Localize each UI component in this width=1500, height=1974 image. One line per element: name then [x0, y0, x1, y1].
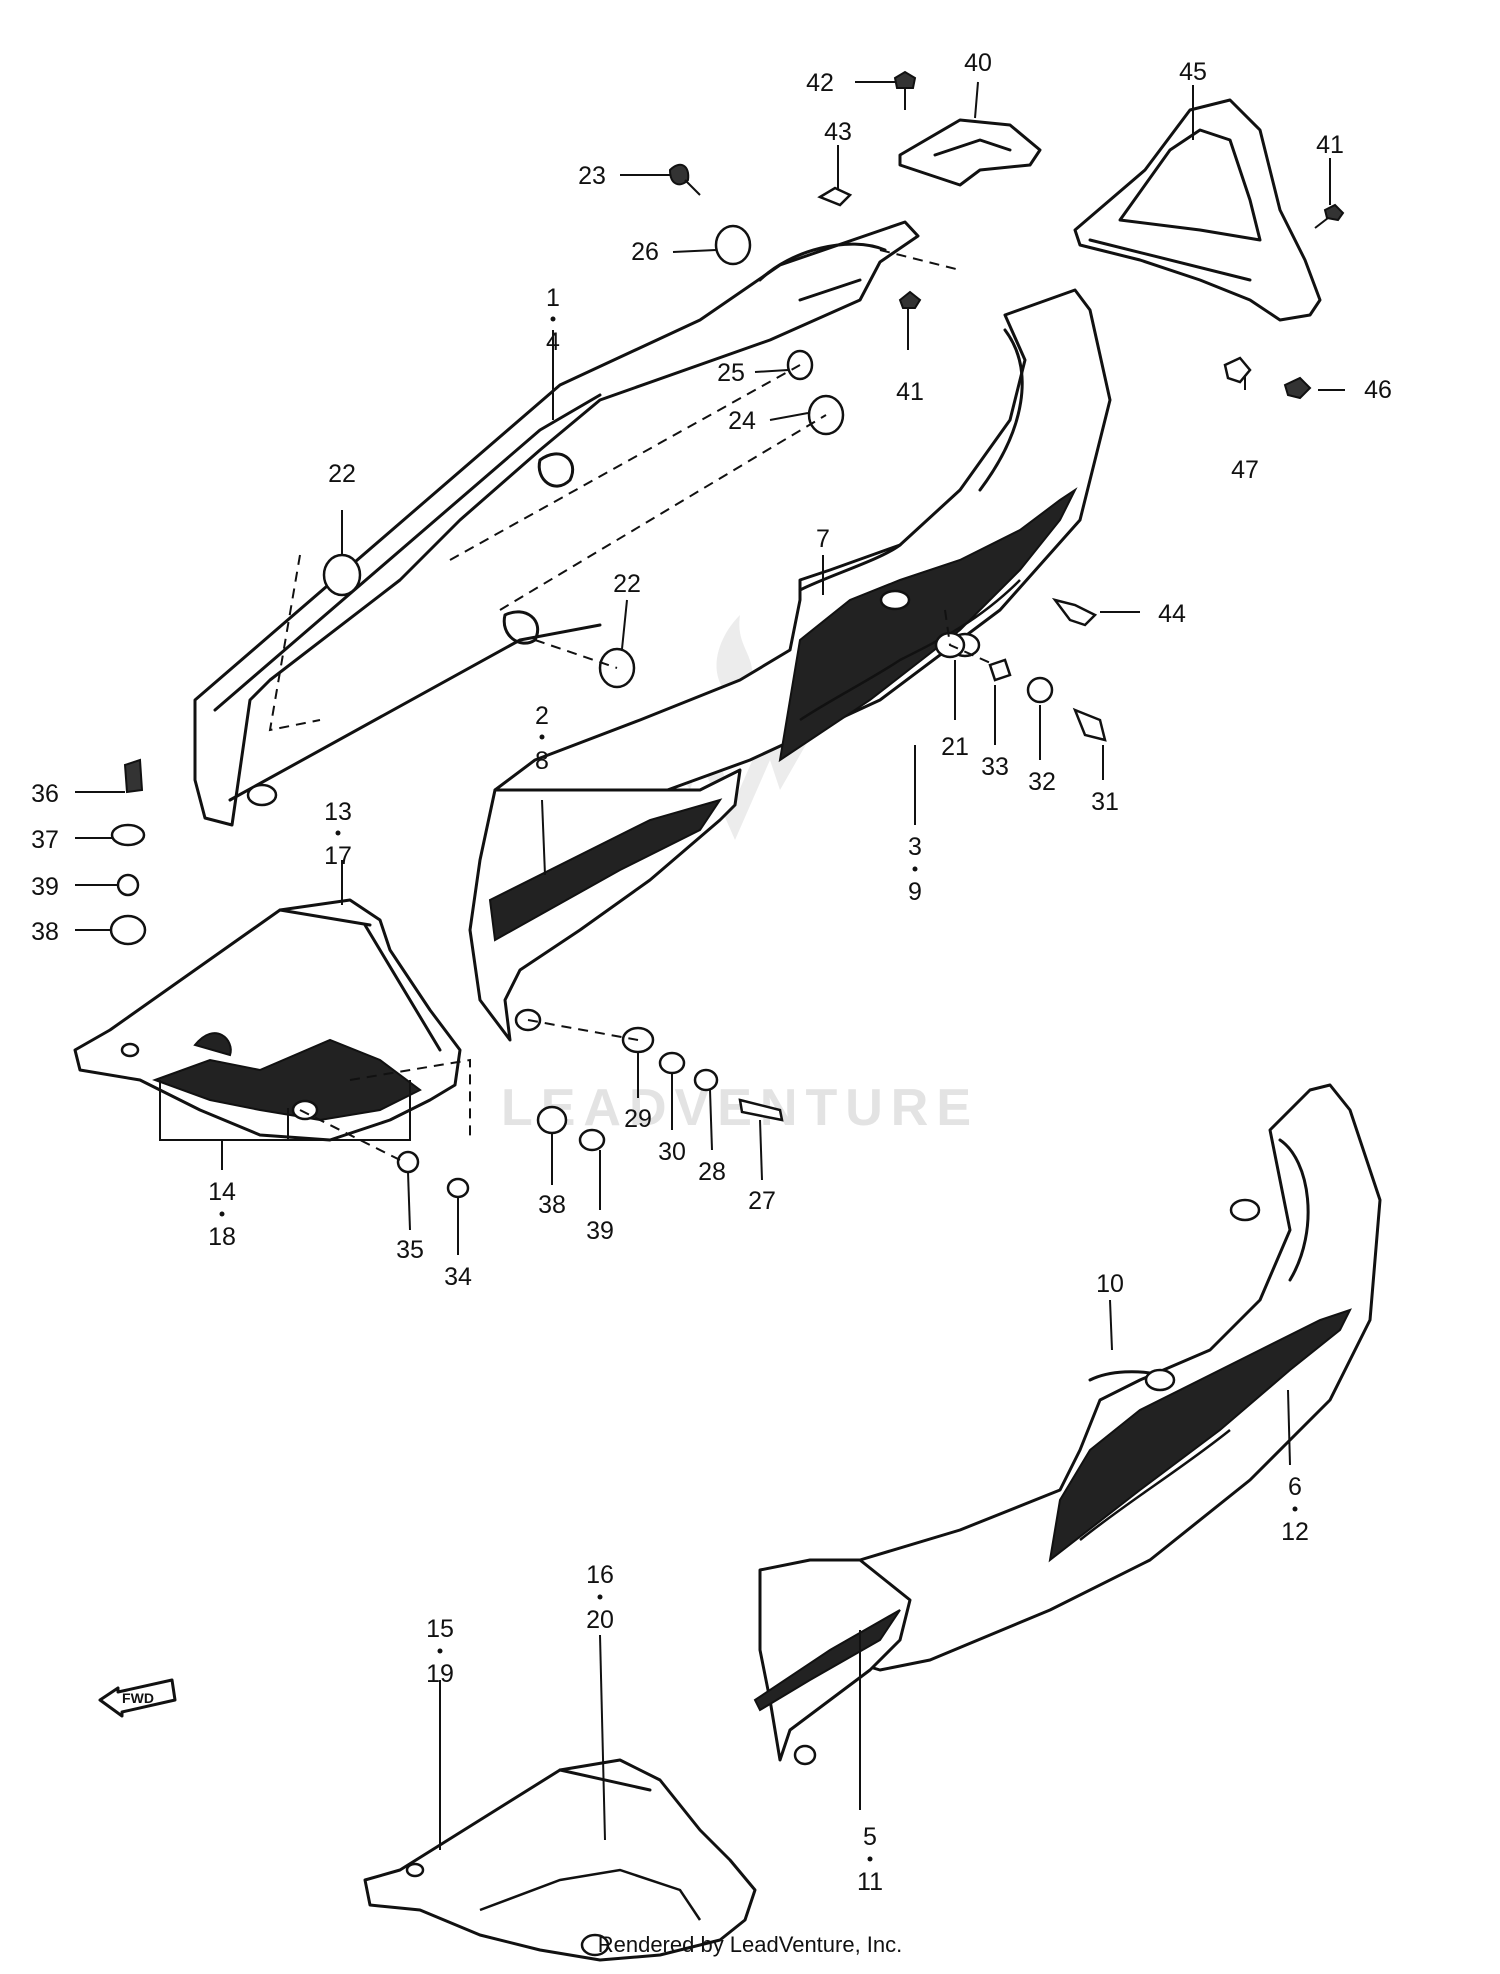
callout-30: 30: [658, 1138, 686, 1166]
callout-42: 42: [806, 69, 834, 97]
watermark-text: LEADVENTURE: [501, 1079, 979, 1137]
callout-46: 46: [1364, 376, 1392, 404]
callout-14: 14: [208, 1178, 236, 1206]
callout-20: 20: [586, 1606, 614, 1634]
callout-5: 5: [863, 1823, 877, 1851]
callout-7: 7: [816, 525, 830, 553]
part-side-panel-lower: [753, 1558, 912, 1766]
callout-9: 9: [908, 878, 922, 906]
callout-37: 37: [31, 826, 59, 854]
part-plate: [898, 118, 1042, 187]
callout-27: 27: [748, 1187, 776, 1215]
callout-41-center: 41: [896, 378, 924, 406]
callout-2: 2: [535, 702, 549, 730]
callout-6: 6: [1288, 1473, 1302, 1501]
callout-10: 10: [1096, 1270, 1124, 1298]
fwd-arrow-label: FWD: [122, 1690, 154, 1706]
callout-21: 21: [941, 733, 969, 761]
callout-29: 29: [624, 1105, 652, 1133]
callout-32: 32: [1028, 768, 1056, 796]
fwd-arrow: FWD: [98, 1678, 177, 1718]
part-side-panel-upper: [468, 768, 742, 1042]
callout-45: 45: [1179, 58, 1207, 86]
callout-labels: 1 4 2 8 3 9 5 11 6 12 7 10 13 17 14 18 1…: [31, 49, 1392, 1896]
callout-13: 13: [324, 798, 352, 826]
callout-44: 44: [1158, 600, 1186, 628]
part-side-cover-left: [73, 898, 462, 1142]
callout-47: 47: [1231, 456, 1259, 484]
callout-22-lower: 22: [613, 570, 641, 598]
callout-15: 15: [426, 1615, 454, 1643]
callout-8: 8: [535, 747, 549, 775]
callout-26: 26: [631, 238, 659, 266]
callout-24: 24: [728, 407, 756, 435]
callout-34: 34: [444, 1263, 472, 1291]
leader-lines: [75, 81, 1345, 1850]
callout-28: 28: [698, 1158, 726, 1186]
hardware: [109, 70, 1345, 1199]
callout-39-right: 39: [586, 1217, 614, 1245]
callout-38-left: 38: [31, 918, 59, 946]
callout-19: 19: [426, 1660, 454, 1688]
callout-31: 31: [1091, 788, 1119, 816]
callout-35: 35: [396, 1236, 424, 1264]
callout-25: 25: [717, 359, 745, 387]
callout-43: 43: [824, 118, 852, 146]
callout-18: 18: [208, 1223, 236, 1251]
callout-4: 4: [546, 328, 560, 356]
callout-38-right: 38: [538, 1191, 566, 1219]
callout-1: 1: [546, 284, 560, 312]
part-tail-piece: [1073, 98, 1322, 322]
callout-16: 16: [586, 1561, 614, 1589]
callout-41-right: 41: [1316, 131, 1344, 159]
assembly-lines: [268, 249, 996, 1161]
callout-40: 40: [964, 49, 992, 77]
callout-33: 33: [981, 753, 1009, 781]
callout-39-left: 39: [31, 873, 59, 901]
callout-22-upper: 22: [328, 460, 356, 488]
callout-17: 17: [324, 842, 352, 870]
part-side-cover-upper: [493, 288, 1112, 822]
callout-23: 23: [578, 162, 606, 190]
callout-36: 36: [31, 780, 59, 808]
part-frame-cover: [193, 220, 920, 827]
callout-12: 12: [1281, 1518, 1309, 1546]
callout-11: 11: [857, 1868, 883, 1896]
part-side-cover-lower-left: [363, 1758, 757, 1962]
callout-3: 3: [908, 833, 922, 861]
footer-credit: Rendered by LeadVenture, Inc.: [597, 1932, 903, 1957]
